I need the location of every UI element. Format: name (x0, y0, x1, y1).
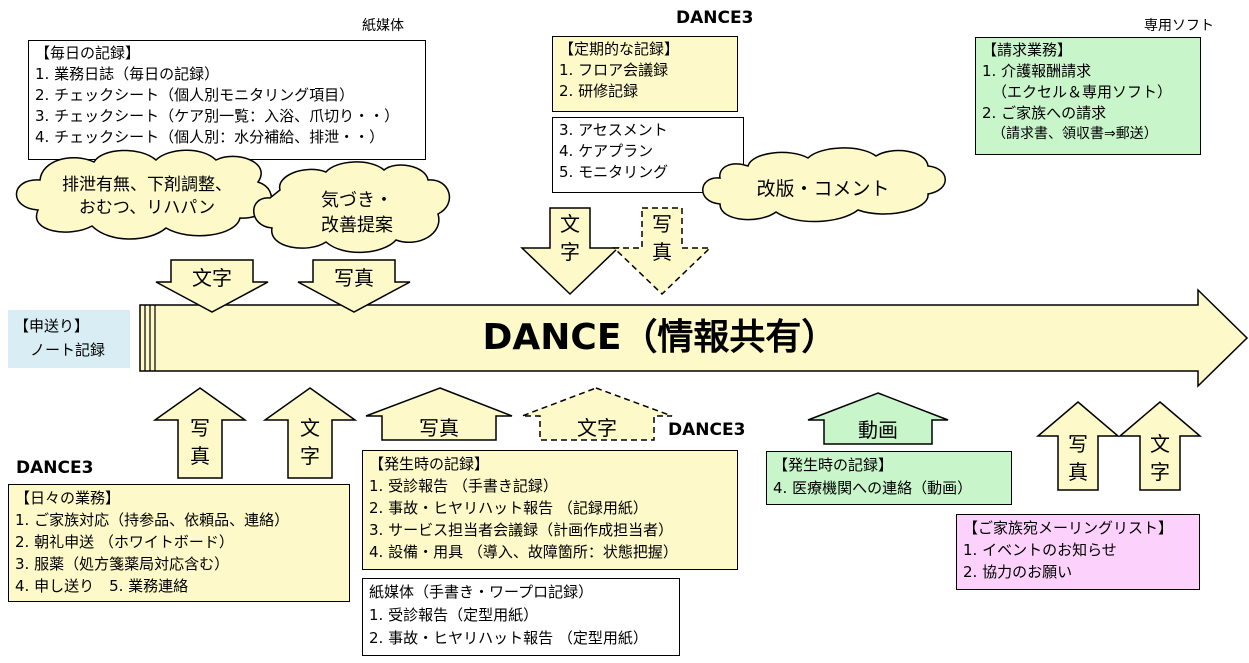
incident-record-item: 1. 受診報告 （手書き記録） (369, 477, 558, 495)
paper-handwritten-item: 2. 事故・ヒヤリハット報告 （定型用紙） (369, 629, 648, 647)
assessment-item: 4. ケアプラン (559, 142, 654, 160)
incident-record-item: 4. 設備・用具 （導入、故障箇所：状態把握） (369, 543, 678, 561)
family-mailing-list-box: 【ご家族宛メーリングリスト】 1. イベントのお知らせ 2. 協力のお願い (956, 514, 1200, 590)
assessment-box: 3. アセスメント 4. ケアプラン 5. モニタリング (552, 117, 744, 193)
label-dance3-top: DANCE3 (676, 8, 754, 28)
daily-work-box: 【日々の業務】 1. ご家族対応（持参品、依頼品、連絡） 2. 朝礼申送 （ホワ… (8, 484, 350, 602)
main-arrow-label: DANCE（情報共有） (482, 317, 838, 358)
arrow-label-text-bottom: 文字 (300, 416, 320, 468)
incident-record-box: 【発生時の記録】 1. 受診報告 （手書き記録） 2. 事故・ヒヤリハット報告 … (362, 450, 738, 570)
daily-record-item: 4. チェックシート（個人別：水分補給、排泄・・） (35, 128, 385, 146)
arrow-label-text-wide: 文字 (577, 416, 617, 440)
incident-record-item: 3. サービス担当者会議録（計画作成担当者） (369, 521, 674, 539)
daily-record-box: 【毎日の記録】 1. 業務日誌（毎日の記録） 2. チェックシート（個人別モニタ… (28, 40, 426, 160)
billing-title: 【請求業務】 (982, 41, 1073, 59)
assessment-item: 5. モニタリング (559, 163, 669, 181)
assessment-item: 3. アセスメント (559, 121, 668, 139)
periodic-record-item: 2. 研修記録 (559, 82, 639, 100)
up-arrow-text-wide-dashed (521, 387, 673, 441)
paper-handwritten-item: 1. 受診報告（定型用紙） (369, 606, 539, 624)
billing-item: 1. 介護報酬請求 (982, 62, 1092, 80)
paper-handwritten-box: 紙媒体（手書き・ワープロ記録） 1. 受診報告（定型用紙） 2. 事故・ヒヤリハ… (362, 578, 680, 656)
daily-record-item: 1. 業務日誌（毎日の記録） (35, 65, 220, 83)
label-dance3-left: DANCE3 (16, 458, 94, 478)
daily-record-item: 2. チェックシート（個人別モニタリング項目） (35, 86, 355, 104)
arrow-label-photo-right: 写真 (1068, 432, 1088, 484)
up-arrow-photo-wide (365, 387, 513, 441)
down-arrow-text-vertical (520, 207, 620, 296)
billing-box: 【請求業務】 1. 介護報酬請求 （エクセル＆専用ソフト） 2. ご家族への請求… (975, 37, 1201, 155)
daily-record-item: 3. チェックシート（ケア別一覧：入浴、爪切り・・） (35, 107, 400, 125)
daily-record-title: 【毎日の記録】 (35, 44, 141, 62)
daily-work-item: 3. 服薬（処方箋薬局対応含む） (15, 555, 230, 573)
incident-video-item: 4. 医療機関への連絡（動画） (773, 479, 973, 497)
incident-record-item: 2. 事故・ヒヤリハット報告 （記録用紙） (369, 499, 648, 517)
up-arrow-photo-bottom (152, 387, 248, 479)
arrow-label-photo-bottom: 写真 (190, 416, 210, 468)
periodic-record-item: 1. フロア会議録 (559, 61, 669, 79)
cloud-suggestion (253, 161, 451, 253)
family-mail-item: 2. 協力のお願い (963, 563, 1073, 581)
periodic-record-title: 【定期的な記録】 (559, 40, 680, 58)
daily-work-item: 2. 朝礼申送 （ホワイトボード） (15, 533, 234, 551)
handover-box: 【申送り】 ノート記録 (8, 310, 130, 368)
arrow-label-video: 動画 (858, 418, 898, 442)
cloud-excretion-text: 排泄有無、下剤調整、 おむつ、リハパン (62, 175, 232, 218)
label-dedicated-soft: 専用ソフト (1144, 18, 1214, 34)
label-dance3-mid: DANCE3 (668, 420, 746, 440)
down-arrow-text-top (155, 259, 269, 313)
up-arrow-photo-right (1035, 401, 1121, 491)
arrow-label-photo-wide: 写真 (419, 416, 459, 440)
cloud-revision-comment (702, 147, 946, 223)
cloud-suggestion-text: 気づき・ 改善提案 (321, 190, 393, 236)
arrow-label-text-top: 文字 (192, 266, 232, 290)
label-paper-media: 紙媒体 (362, 18, 404, 34)
up-arrow-video (807, 392, 949, 445)
family-mail-item: 1. イベントのお知らせ (963, 541, 1117, 559)
daily-work-item: 1. ご家族対応（持参品、依頼品、連絡） (15, 511, 290, 529)
down-arrow-photo-vertical-dashed (612, 207, 712, 296)
cloud-revision-text: 改版・コメント (756, 178, 890, 200)
billing-item: （請求書、領収書⇒郵送） (992, 126, 1158, 142)
arrow-label-photo-vertical: 写真 (652, 212, 672, 264)
up-arrow-text-right (1117, 401, 1203, 491)
main-arrow-dance (139, 288, 1249, 388)
incident-video-box: 【発生時の記録】 4. 医療機関への連絡（動画） (766, 451, 1012, 505)
billing-item: （エクセル＆専用ソフト） (992, 83, 1173, 101)
arrow-label-text-right: 文字 (1150, 432, 1170, 484)
billing-item: 2. ご家族への請求 (982, 104, 1107, 122)
periodic-record-box: 【定期的な記録】 1. フロア会議録 2. 研修記録 (552, 36, 738, 112)
arrow-label-photo-top: 写真 (334, 266, 374, 290)
down-arrow-photo-top (297, 259, 411, 313)
arrow-label-text-vertical: 文字 (560, 212, 580, 264)
up-arrow-text-bottom (262, 387, 358, 479)
daily-work-item: 4. 申し送り 5. 業務連絡 (15, 577, 189, 595)
